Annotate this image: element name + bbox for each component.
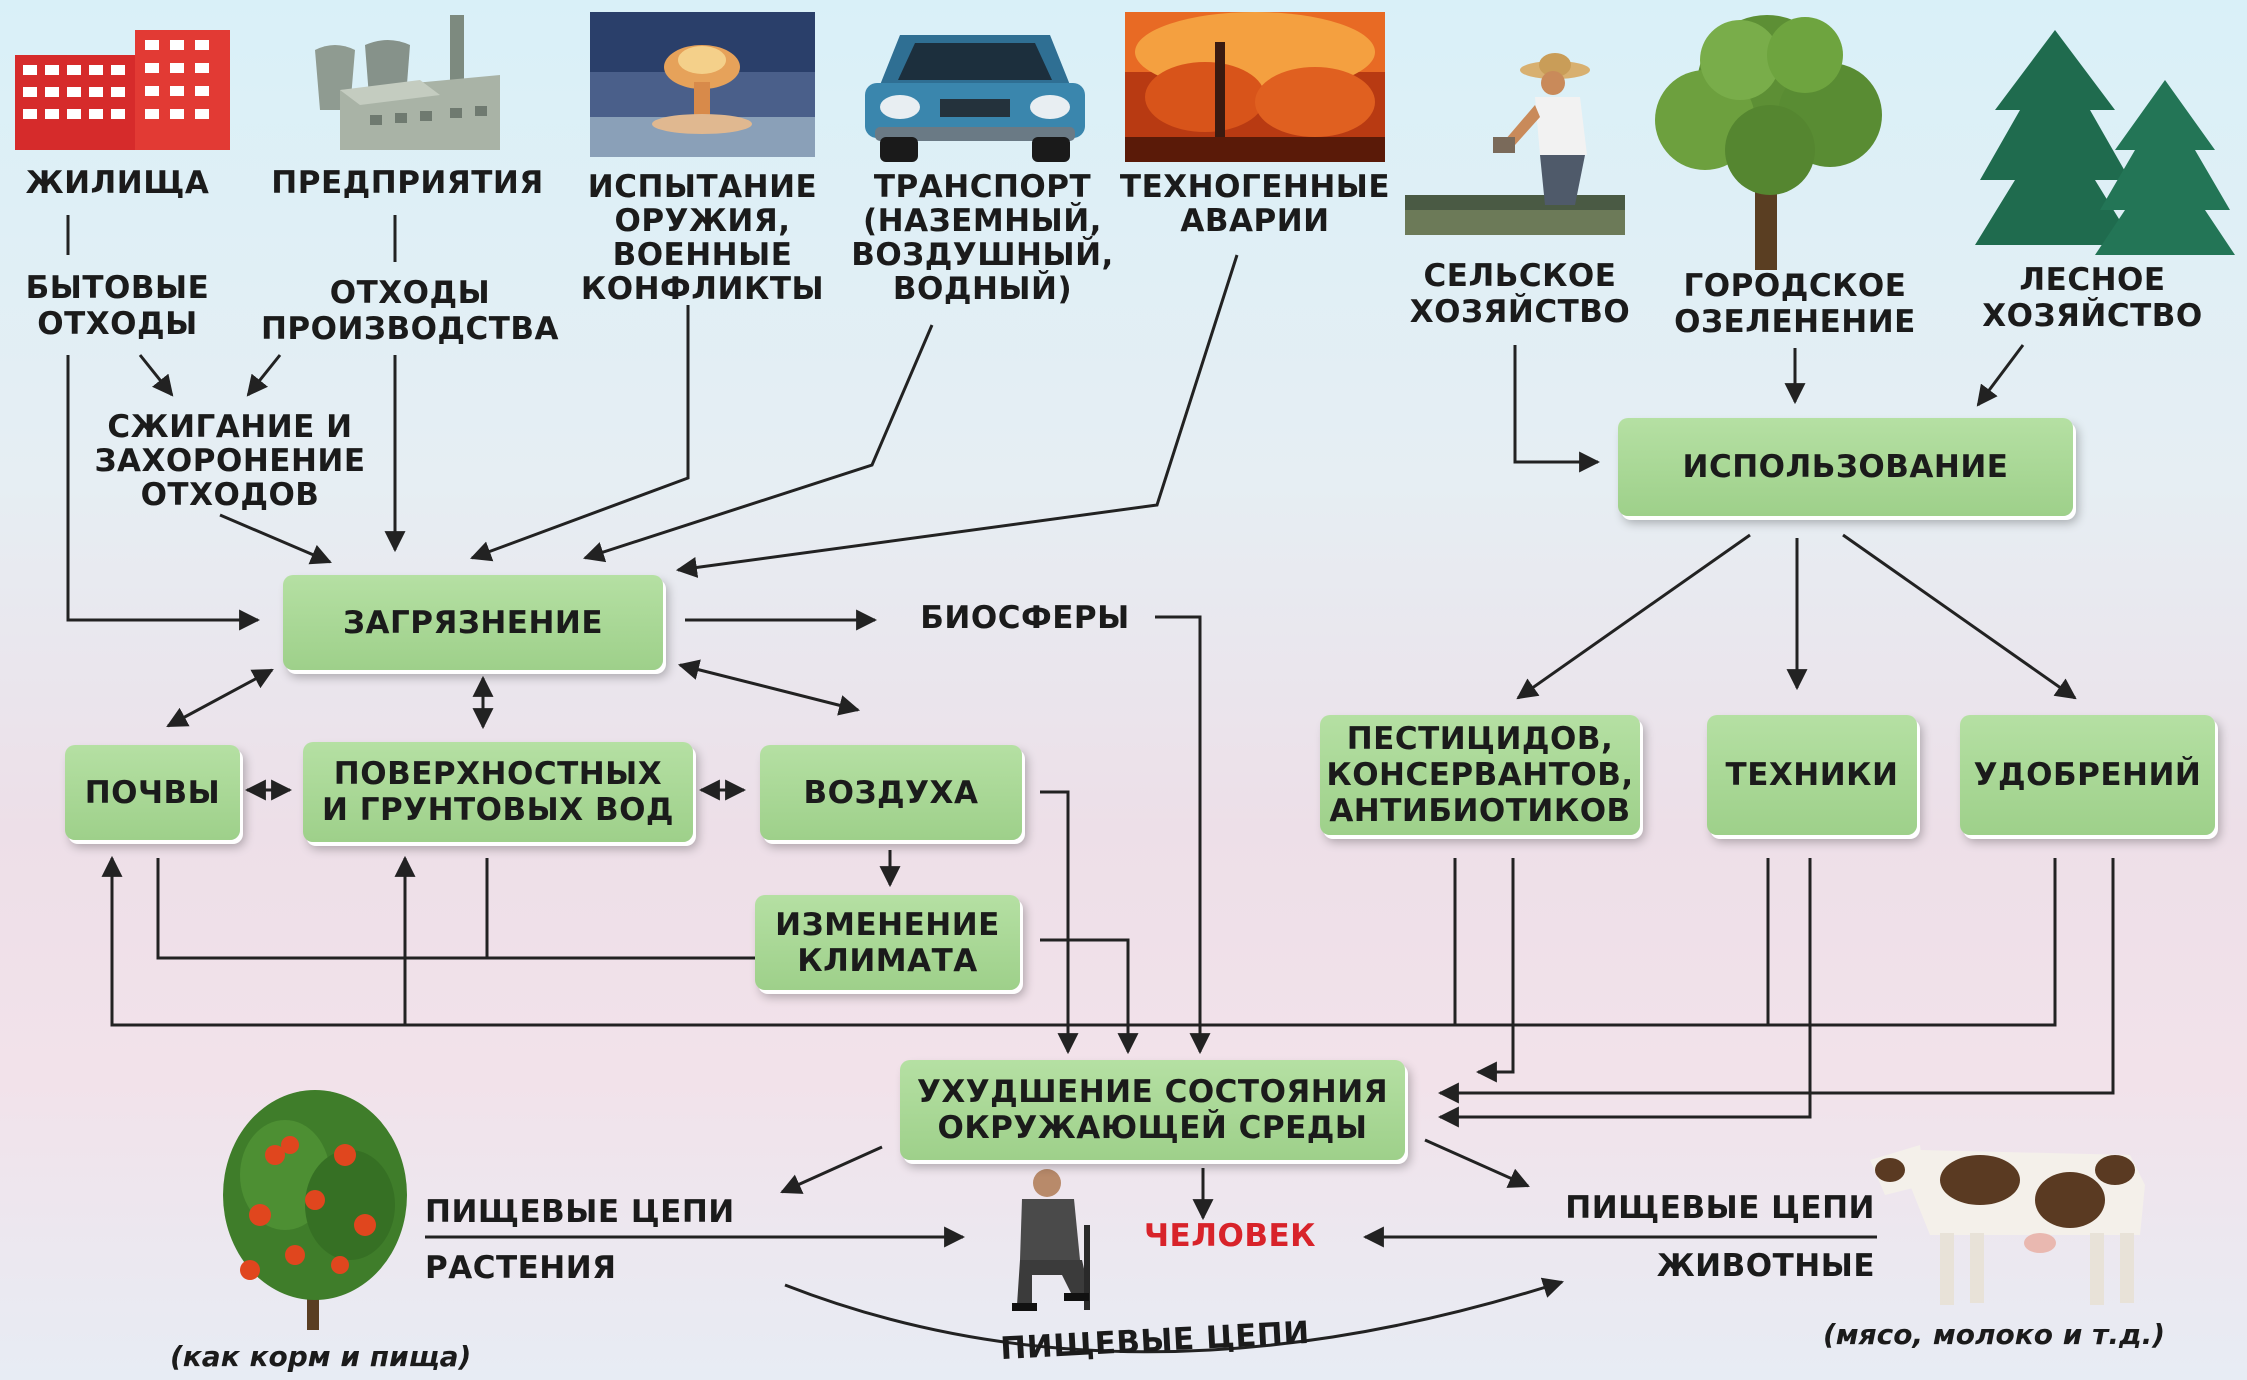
- usage-box: ИСПОЛЬЗОВАНИЕ: [1618, 418, 2073, 516]
- plants-note: (как корм и пища): [170, 1340, 472, 1373]
- source-enterprises-label: ПРЕДПРИЯТИЯ: [271, 165, 544, 201]
- pollution-box: ЗАГРЯЗНЕНИЕ: [283, 575, 663, 670]
- source-weapons-label: ИСПЫТАНИЕ ОРУЖИЯ, ВОЕННЫЕ КОНФЛИКТЫ: [580, 169, 825, 307]
- animals-note: (мясо, молоко и т.д.): [1822, 1318, 2165, 1351]
- soil-box: ПОЧВЫ: [65, 745, 240, 840]
- water-box: ПОВЕРХНОСТНЫХ И ГРУНТОВЫХ ВОД: [303, 742, 693, 842]
- burning-disposal-label: СЖИГАНИЕ И ЗАХОРОНЕНИЕ ОТХОДОВ: [94, 409, 366, 513]
- source-agriculture-label: СЕЛЬСКОЕ ХОЗЯЙСТВО: [1409, 258, 1631, 330]
- animals-label: ЖИВОТНЫЕ: [1656, 1248, 1875, 1284]
- person-icon: [1002, 1165, 1107, 1315]
- plants-label: РАСТЕНИЯ: [425, 1250, 617, 1286]
- fertilizers-box: УДОБРЕНИЙ: [1960, 715, 2215, 835]
- food-chains-animals-label: ПИЩЕВЫЕ ЦЕПИ: [1565, 1190, 1875, 1226]
- nuclear-explosion-icon: [590, 12, 815, 157]
- air-box: ВОЗДУХА: [760, 745, 1022, 840]
- machinery-box: ТЕХНИКИ: [1707, 715, 1917, 835]
- pesticides-box: ПЕСТИЦИДОВ, КОНСЕРВАНТОВ, АНТИБИОТИКОВ: [1320, 715, 1640, 835]
- rowan-bush-icon: [215, 1085, 415, 1335]
- source-forestry-label: ЛЕСНОЕ ХОЗЯЙСТВО: [1982, 262, 2203, 334]
- food-chains-plants-label: ПИЩЕВЫЕ ЦЕПИ: [425, 1194, 735, 1230]
- cow-icon: [1870, 1115, 2160, 1310]
- fir-trees-icon: [1975, 30, 2240, 260]
- source-urban-greening-label: ГОРОДСКОЕ ОЗЕЛЕНЕНИЕ: [1674, 268, 1916, 340]
- degradation-box: УХУДШЕНИЕ СОСТОЯНИЯ ОКРУЖАЮЩЕЙ СРЕДЫ: [900, 1060, 1405, 1160]
- household-waste-label: БЫТОВЫЕ ОТХОДЫ: [25, 270, 210, 342]
- factory-icon: [310, 10, 505, 155]
- source-accidents-label: ТЕХНОГЕННЫЕ АВАРИИ: [1119, 169, 1391, 239]
- car-icon: [860, 15, 1090, 165]
- biosphere-label: БИОСФЕРЫ: [920, 600, 1130, 636]
- apartment-building-icon: [15, 25, 235, 150]
- source-transport-label: ТРАНСПОРТ (НАЗЕМНЫЙ, ВОЗДУШНЫЙ, ВОДНЫЙ): [851, 169, 1114, 307]
- farmer-icon: [1405, 45, 1635, 245]
- fire-icon: [1125, 12, 1385, 162]
- source-dwellings-label: ЖИЛИЩА: [25, 165, 210, 201]
- human-label: ЧЕЛОВЕК: [1144, 1218, 1316, 1254]
- industrial-waste-label: ОТХОДЫ ПРОИЗВОДСТВА: [260, 275, 560, 347]
- deciduous-tree-icon: [1645, 10, 1890, 275]
- climate-box: ИЗМЕНЕНИЕ КЛИМАТА: [755, 895, 1020, 990]
